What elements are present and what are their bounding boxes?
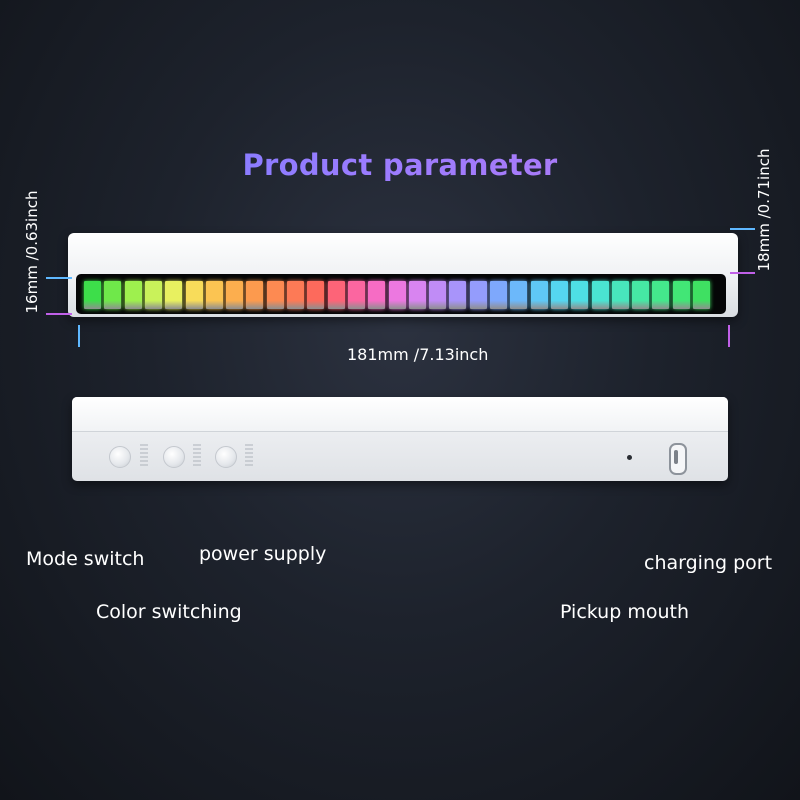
led-segment xyxy=(550,281,568,309)
led-segment xyxy=(510,281,528,309)
led-segment xyxy=(287,281,304,309)
led-segment xyxy=(672,281,690,309)
led-segment xyxy=(205,281,223,309)
led-segment xyxy=(144,281,162,309)
led-segment xyxy=(490,281,507,309)
usb-c-port-tongue xyxy=(674,450,678,464)
led-segment xyxy=(469,281,487,309)
led-segment xyxy=(165,281,183,309)
led-segment xyxy=(693,281,710,309)
color-switching-label: Color switching xyxy=(96,601,242,623)
led-segment xyxy=(307,281,325,309)
led-segment xyxy=(591,281,609,309)
led-segment xyxy=(246,281,264,309)
charging-port-label: charging port xyxy=(644,552,773,574)
light-bar-top-edge xyxy=(72,397,728,432)
led-segment xyxy=(104,281,122,309)
led-segment xyxy=(530,281,548,309)
mode-switch-label: Mode switch xyxy=(26,548,145,570)
led-segment xyxy=(185,281,203,309)
height-side-label: 18mm /0.71inch xyxy=(755,148,773,272)
led-segment xyxy=(449,281,467,309)
led-segment xyxy=(388,281,406,309)
led-segment xyxy=(266,281,284,309)
color-switching-printed-mark xyxy=(193,444,201,466)
led-segment xyxy=(347,281,365,309)
length-label: 181mm /7.13inch xyxy=(347,345,489,364)
led-segment xyxy=(652,281,670,309)
power-supply-printed-mark xyxy=(245,444,253,466)
height-front-label: 16mm /0.63inch xyxy=(23,190,41,314)
led-segment xyxy=(611,281,629,309)
pickup-mouth-hole xyxy=(627,455,632,460)
led-segment xyxy=(429,281,447,309)
led-segment xyxy=(124,281,142,309)
page-title: Product parameter xyxy=(0,148,800,182)
led-segment xyxy=(368,281,386,309)
mode-switch-printed-mark xyxy=(140,444,148,466)
led-segment xyxy=(408,281,426,309)
led-segment xyxy=(84,281,101,309)
power-supply-label: power supply xyxy=(199,543,327,565)
led-segment xyxy=(226,281,244,309)
led-segment xyxy=(327,281,345,309)
led-segment xyxy=(571,281,589,309)
usb-c-port[interactable] xyxy=(669,443,687,475)
pickup-mouth-label: Pickup mouth xyxy=(560,601,689,623)
led-segment xyxy=(632,281,650,309)
